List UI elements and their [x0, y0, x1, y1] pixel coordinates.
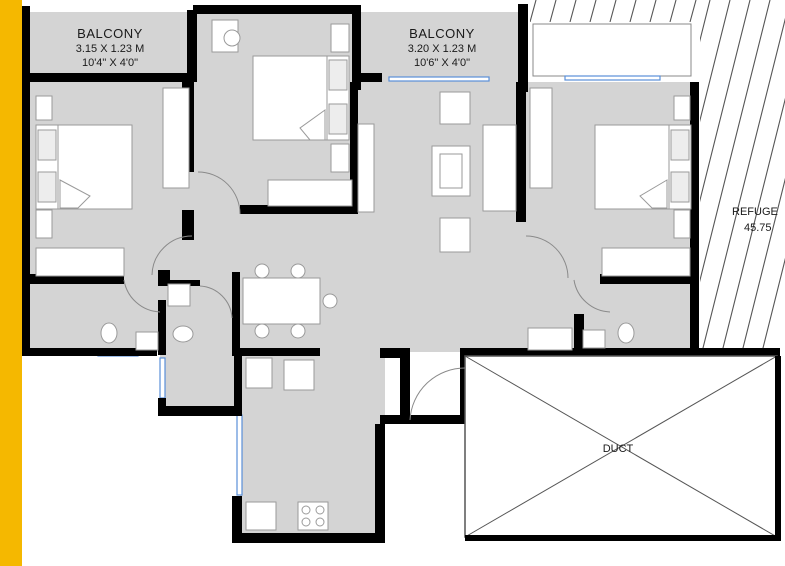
balcony-left-metric: 3.15 X 1.23 M: [76, 43, 145, 55]
door-swings: [123, 171, 611, 421]
balcony-right-name: BALCONY: [409, 26, 475, 41]
balcony-right-imperial: 10'6" X 4'0": [414, 57, 470, 69]
wardrobe-left: [162, 87, 190, 189]
living-furniture: [357, 91, 517, 253]
balcony-right-metric: 3.20 X 1.23 M: [408, 43, 477, 55]
duct-name: DUCT: [603, 443, 634, 455]
dining-table: [242, 263, 338, 339]
balcony-left-imperial: 10'4" X 4'0": [82, 57, 138, 69]
refuge-hatch: [700, 0, 785, 352]
accent-bar: [0, 0, 22, 566]
bed-right: [529, 87, 692, 277]
toilet-right: [527, 322, 635, 351]
top-hatch: [530, 0, 697, 22]
toilet-left: [100, 283, 194, 351]
refuge-area: 45.75: [744, 222, 772, 234]
balcony-left-name: BALCONY: [77, 26, 143, 41]
bed-middle: [211, 19, 353, 207]
bed-left: [35, 95, 133, 277]
right-balcony-outline: [532, 23, 692, 77]
refuge-name: REFUGE: [732, 206, 778, 218]
duct: [464, 355, 781, 541]
kitchen-fixtures: [245, 357, 329, 531]
